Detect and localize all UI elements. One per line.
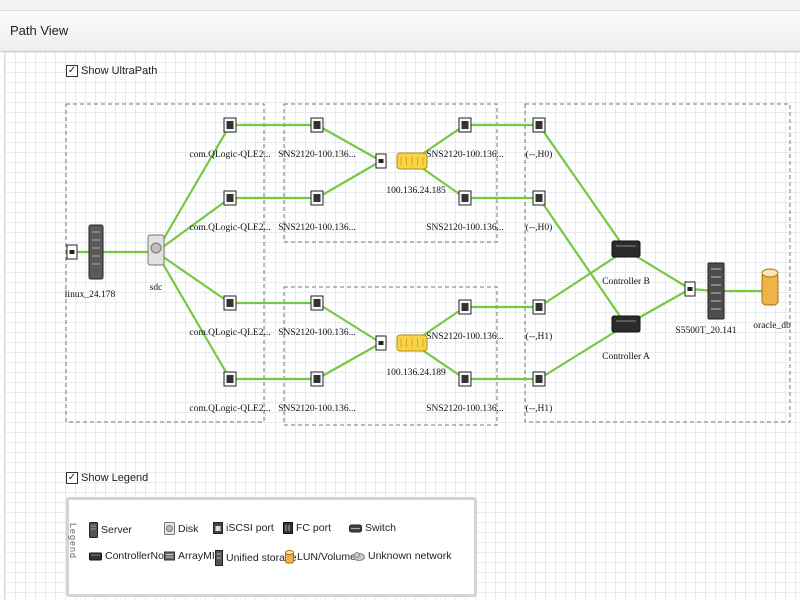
switch-port-icon-core <box>313 194 321 202</box>
top-bar <box>0 0 800 11</box>
switch-port-icon-core <box>313 121 321 129</box>
switch-port-right-label: SNS2120-100.136... <box>426 150 504 160</box>
show-ultrapath-label: Show UltraPath <box>81 65 158 77</box>
hba-port-icon-core <box>226 299 234 307</box>
legend-item-server: Server <box>89 522 132 538</box>
legend-item-fc-port: FC port <box>283 522 331 534</box>
link-line <box>154 196 232 254</box>
switch-port-left-label: SNS2120-100.136... <box>278 328 356 338</box>
link-line <box>154 250 232 305</box>
switch-port-left-label: SNS2120-100.136... <box>278 150 356 160</box>
controller-label: Controller A <box>602 352 650 362</box>
hba-label: com.QLogic-QLE2... <box>189 328 270 338</box>
hba-port-icon-core <box>226 375 234 383</box>
storage-label: S5500T_20.141 <box>676 326 737 336</box>
switch-port-right-label: SNS2120-100.136... <box>426 332 504 342</box>
host-server-icon <box>88 224 104 280</box>
unknown-network-icon <box>353 551 365 561</box>
switch-icon <box>349 523 362 533</box>
port-box-dot <box>378 341 384 345</box>
switch-port-left-label: SNS2120-100.136... <box>278 223 356 233</box>
host-label: linux_24.178 <box>65 290 116 300</box>
show-legend-label: Show Legend <box>81 472 149 484</box>
legend-item-unified-storage: Unified storage <box>215 550 297 566</box>
disk-platter <box>150 242 162 254</box>
storage-port-label: (--,H0) <box>526 149 553 160</box>
storage-port-label: (--,H1) <box>526 403 553 414</box>
panel-title: Path View <box>10 23 69 38</box>
lun-volume-top <box>761 268 779 278</box>
disk-icon <box>164 522 175 535</box>
legend-item-lun-volume: LUN/Volume <box>285 550 356 564</box>
hba-label: com.QLogic-QLE2... <box>189 404 270 414</box>
switch-port-right-label: SNS2120-100.136... <box>426 404 504 414</box>
storage-port-icon-core <box>535 303 543 311</box>
legend-item-unknown-network: Unknown network <box>353 550 451 562</box>
switch-port-icon-core <box>461 194 469 202</box>
hba-port-icon-core <box>226 121 234 129</box>
link-line <box>315 301 383 345</box>
storage-port-label: (--,H0) <box>526 222 553 233</box>
storage-port-icon-core <box>535 121 543 129</box>
storage-port-icon-core <box>535 375 543 383</box>
unified-storage-icon <box>707 262 725 320</box>
link-line <box>537 323 628 381</box>
group-box <box>65 103 265 423</box>
storage-port-label: (--,H1) <box>526 331 553 342</box>
arraymis-icon <box>164 551 175 561</box>
group-box <box>283 103 498 243</box>
link-line <box>154 123 232 254</box>
disk-label: sdc <box>150 283 163 293</box>
legend-item-iscsi-port: iSCSI port <box>213 522 274 534</box>
lun-volume-icon <box>285 550 294 564</box>
link-line <box>537 196 628 327</box>
link-line <box>537 248 628 309</box>
legend-item-controller-node: ControllerNode <box>89 550 176 562</box>
unified-storage-icon <box>215 550 223 566</box>
port-box-dot <box>378 159 384 163</box>
link-line <box>154 250 232 381</box>
link-line <box>315 123 383 163</box>
controller-node-icon <box>89 551 102 561</box>
switch-port-icon-core <box>461 121 469 129</box>
show-legend-checkbox[interactable]: ✓ <box>66 472 78 484</box>
server-icon <box>89 522 98 538</box>
legend-item-arraymis: ArrayMIS <box>164 550 222 562</box>
storage-port-icon-core <box>535 194 543 202</box>
controller-node-icon <box>611 315 641 333</box>
switch-label: 100.136.24.189 <box>386 368 446 378</box>
switch-label: 100.136.24.185 <box>386 186 446 196</box>
switch-port-icon-core <box>313 375 321 383</box>
iscsi-port-icon <box>213 522 223 534</box>
controller-label: Controller B <box>602 277 650 287</box>
fc-port-icon <box>283 522 293 534</box>
lun-label: oracle_db <box>753 321 791 331</box>
link-line <box>537 123 628 252</box>
port-box-dot <box>687 287 693 291</box>
show-legend-toggle[interactable]: ✓ Show Legend <box>66 472 148 484</box>
switch-port-icon-core <box>461 303 469 311</box>
link-line <box>315 159 383 200</box>
switch-port-icon-core <box>313 299 321 307</box>
legend-item-switch: Switch <box>349 522 396 534</box>
link-line <box>315 341 383 381</box>
legend-item-disk: Disk <box>164 522 198 535</box>
lun-volume-icon <box>761 272 779 306</box>
legend-panel: Legend Server Disk iSCSI port FC port Sw… <box>66 497 477 597</box>
hba-port-icon-core <box>226 194 234 202</box>
port-box-dot <box>69 250 75 254</box>
panel-header: Path View <box>0 11 800 52</box>
show-ultrapath-checkbox[interactable]: ✓ <box>66 65 78 77</box>
legend-title: Legend <box>68 522 79 560</box>
switch-port-right-label: SNS2120-100.136... <box>426 223 504 233</box>
switch-port-icon-core <box>461 375 469 383</box>
switch-port-left-label: SNS2120-100.136... <box>278 404 356 414</box>
group-box <box>283 286 498 426</box>
hba-label: com.QLogic-QLE2... <box>189 150 270 160</box>
show-ultrapath-toggle[interactable]: ✓ Show UltraPath <box>66 65 157 77</box>
hba-label: com.QLogic-QLE2... <box>189 223 270 233</box>
group-box <box>524 103 791 423</box>
controller-node-icon <box>611 240 641 258</box>
